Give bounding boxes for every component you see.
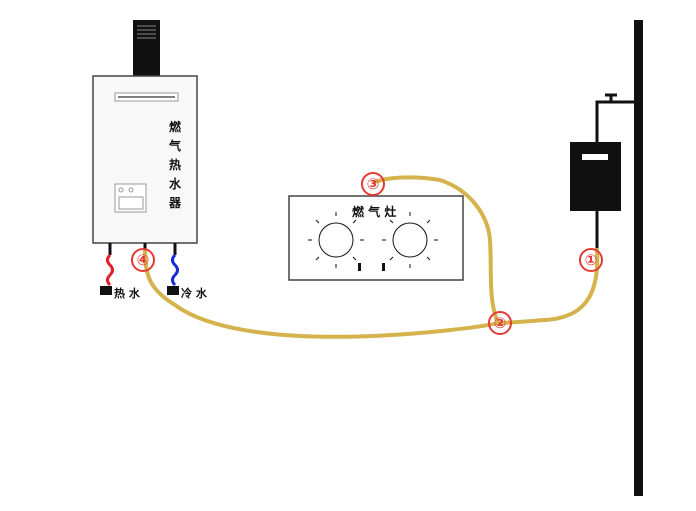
cold-water-label: 冷 水: [181, 287, 207, 300]
heater-control-panel: [114, 183, 147, 213]
heater-label: 燃气热水器: [168, 120, 181, 210]
hot-water-label: 热 水: [114, 287, 140, 300]
gas-stove: [288, 195, 464, 281]
gas-riser-pipe: [634, 20, 643, 496]
hot-water-pipe: [106, 253, 114, 287]
point-3-marker: ③: [361, 172, 385, 196]
stove-label: 燃 气 灶: [352, 205, 397, 219]
point-2-marker: ②: [488, 311, 512, 335]
stove-knob-right: [382, 212, 438, 268]
point-4-marker: ④: [131, 248, 155, 272]
stove-knob-left: [308, 212, 364, 268]
point-1-marker: ①: [579, 248, 603, 272]
chimney: [133, 20, 160, 76]
valve: [605, 93, 617, 102]
gas-meter: [570, 142, 621, 211]
cold-water-pipe: [171, 253, 179, 287]
gas-hose: [143, 175, 600, 339]
